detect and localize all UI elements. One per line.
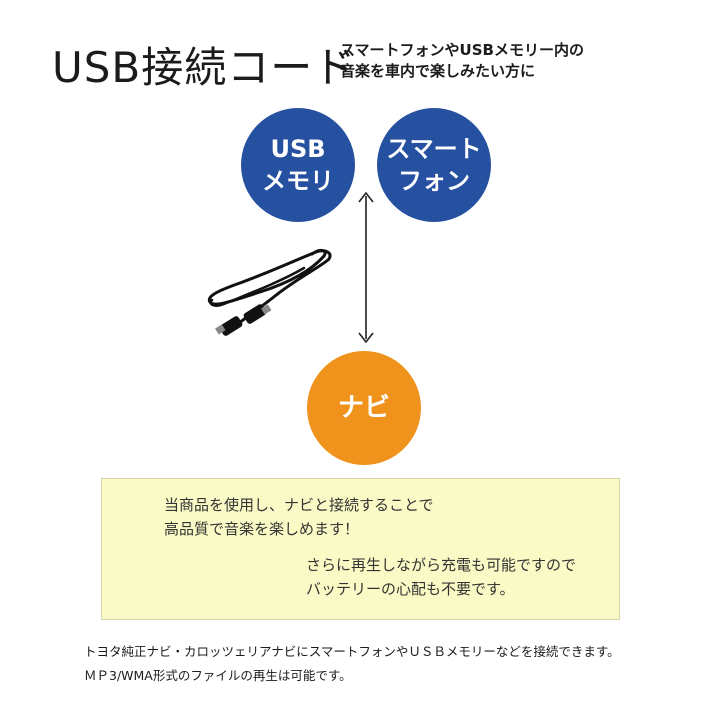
note-p1-line-1: 当商品を使用し、ナビと接続することで (164, 496, 434, 514)
smartphone-circle: スマート フォン (377, 108, 491, 222)
footer-notes: トヨタ純正ナビ・カロッツェリアナビにスマートフォンやＵＳＢメモリーなどを接続でき… (84, 640, 620, 688)
note-p2-line-2: バッテリーの心配も不要です。 (306, 580, 515, 598)
double-arrow-vertical-icon (358, 191, 374, 344)
usb-circle-line-1: USB (270, 135, 326, 163)
navi-circle: ナビ (307, 351, 421, 465)
page-title: USB接続コード (52, 43, 357, 92)
note-p1-line-2: 高品質で音楽を楽しめます！ (164, 520, 360, 538)
note-p2-line-1: さらに再生しながら充電も可能ですので (306, 556, 577, 574)
subtitle-line-2: 音楽を車内で楽しみたい方に (340, 62, 536, 80)
note-paragraph-2: さらに再生しながら充電も可能ですので バッテリーの心配も不要です。 (306, 553, 576, 601)
phone-circle-line-2: フォン (398, 167, 470, 195)
feature-note-box: 当商品を使用し、ナビと接続することで 高品質で音楽を楽しめます！ さらに再生しな… (101, 478, 620, 620)
subtitle-line-1: スマートフォンやUSBメモリー内の (340, 41, 584, 59)
navi-circle-label: ナビ (337, 393, 390, 423)
usb-memory-circle: USB メモリ (241, 108, 355, 222)
subtitle: スマートフォンやUSBメモリー内の 音楽を車内で楽しみたい方に (340, 40, 584, 82)
footer-line-2: ＭＰ3/WMA形式のファイルの再生は可能です。 (84, 668, 352, 683)
note-paragraph-1: 当商品を使用し、ナビと接続することで 高品質で音楽を楽しめます！ (164, 493, 434, 541)
footer-line-1: トヨタ純正ナビ・カロッツェリアナビにスマートフォンやＵＳＢメモリーなどを接続でき… (84, 644, 620, 659)
phone-circle-line-1: スマート (386, 135, 482, 163)
usb-cable-icon (207, 248, 332, 336)
usb-circle-line-2: メモリ (262, 167, 334, 195)
